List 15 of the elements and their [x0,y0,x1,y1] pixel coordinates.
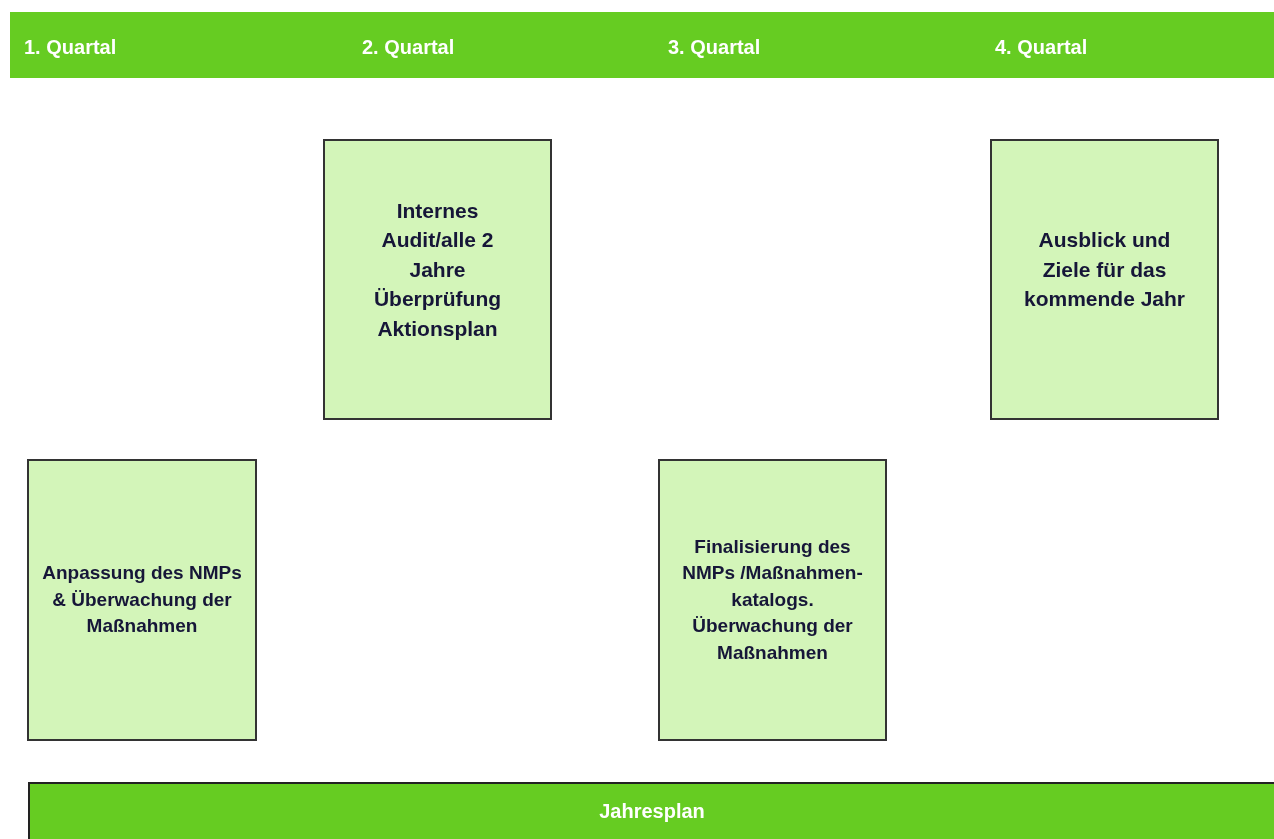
task-text: Anpassung des NMPs & Überwachung der Maßnahmen [42,561,242,639]
task-card [323,139,552,420]
band-title: Jahresplan [598,799,706,824]
task-card [658,459,887,741]
task-card [990,139,1219,420]
annual-plan-band [28,782,1274,839]
quarter-header-band [10,12,1274,78]
quarter-label: 1. Quartal [24,36,117,59]
quarter-label: 4. Quartal [995,36,1088,59]
quarter-label: 2. Quartal [362,36,455,59]
task-card [27,459,257,741]
task-text: Internes Audit/alle 2 Jahre Überprüfung Aktionsplan [372,198,503,342]
task-text: Finalisierung des NMPs /Maßnahmen-katalogs. Überwachung der Maßnahmen [681,534,864,665]
quarter-label: 3. Quartal [668,36,761,59]
task-text: Ausblick und Ziele für das kommende Jahr [1022,227,1187,313]
